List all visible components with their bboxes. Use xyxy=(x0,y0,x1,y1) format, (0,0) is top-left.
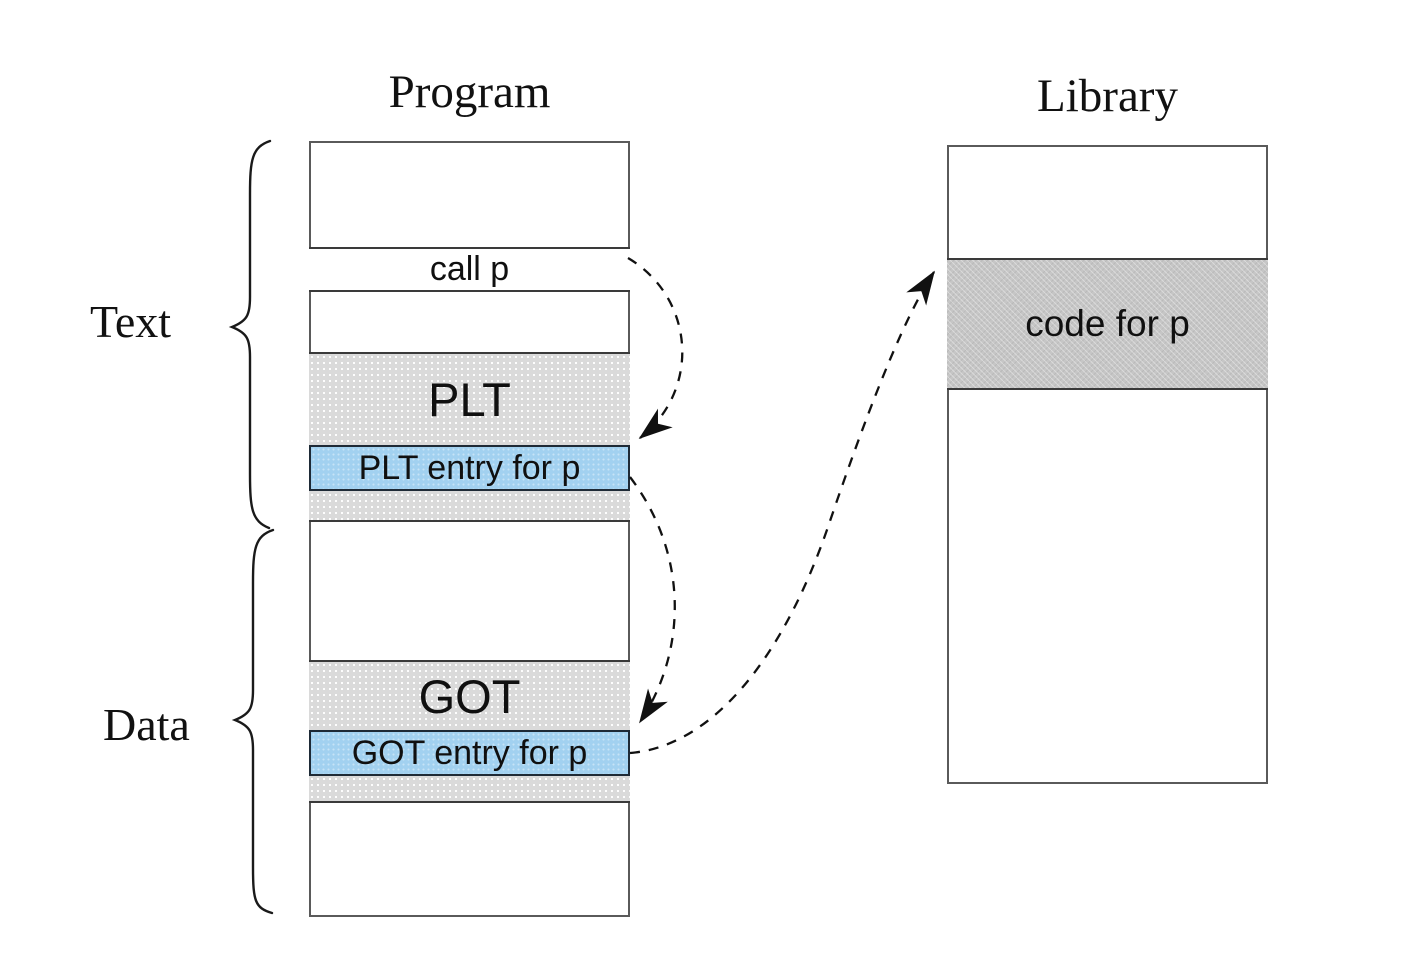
call-p-row: call p xyxy=(309,247,630,292)
program-title: Program xyxy=(388,66,551,118)
got-section-title-wrap: GOT xyxy=(309,662,630,730)
plt-section: PLT xyxy=(309,352,630,522)
text-region-label: Text xyxy=(90,296,172,347)
plt-entry-label: PLT entry for p xyxy=(358,448,581,487)
library-box xyxy=(947,145,1268,784)
plt-label: PLT xyxy=(428,372,511,426)
got-entry-row: GOT entry for p xyxy=(309,730,630,776)
data-brace-icon xyxy=(231,528,275,915)
arrow-plt-entry-to-got-entry-icon xyxy=(629,476,676,724)
text-brace-icon xyxy=(228,139,272,530)
code-for-p-section: code for p xyxy=(947,258,1268,390)
data-region-label: Data xyxy=(103,699,190,750)
got-entry-label: GOT entry for p xyxy=(351,733,588,772)
call-p-label: call p xyxy=(429,250,510,288)
library-title: Library xyxy=(1037,70,1178,122)
plt-section-title-wrap: PLT xyxy=(309,354,630,444)
code-for-p-label: code for p xyxy=(1025,303,1190,344)
arrow-call-to-plt-entry-icon xyxy=(627,257,684,440)
arrow-got-entry-to-code-icon xyxy=(629,270,935,755)
got-label: GOT xyxy=(418,669,521,723)
plt-entry-row: PLT entry for p xyxy=(309,445,630,491)
